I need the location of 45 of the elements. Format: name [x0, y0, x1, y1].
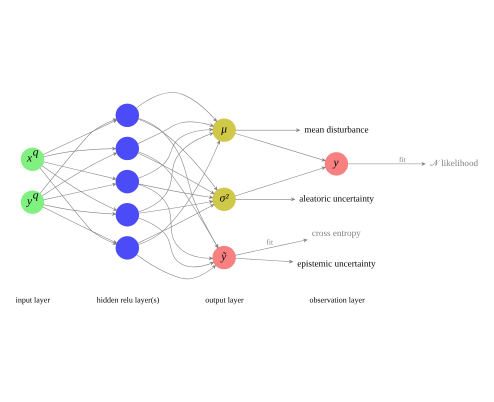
node-text: cross entropy [312, 227, 361, 238]
node-circle [116, 136, 140, 160]
node-circle [116, 236, 140, 260]
arrow [235, 257, 293, 263]
node-circle: σ² [212, 187, 236, 211]
node-circle [116, 202, 140, 226]
arrow [44, 204, 116, 216]
arrow [43, 146, 116, 156]
arrow [235, 238, 308, 256]
arrow [138, 150, 218, 248]
node-text: mean disturbance [304, 124, 369, 134]
label: input layer [16, 295, 50, 304]
arrow [138, 204, 214, 243]
arrow [136, 92, 217, 122]
arrow [138, 121, 214, 144]
arrow [44, 161, 116, 180]
arrow [234, 132, 326, 161]
arrow [42, 165, 118, 210]
arrow [138, 132, 214, 212]
node-circle [116, 103, 140, 127]
arrow [138, 183, 214, 198]
arrow [136, 254, 216, 279]
arrow [44, 182, 116, 200]
arrow [138, 184, 213, 260]
node-text: epistemic uncertainty [297, 258, 376, 268]
arrow [42, 152, 118, 196]
arrow [348, 162, 426, 166]
node-circle: y [324, 152, 348, 176]
arrow [42, 206, 118, 243]
arrow [138, 140, 220, 244]
arrow [138, 217, 214, 267]
arrow [235, 196, 295, 201]
node-text: aleatoric uncertainty [299, 192, 374, 203]
arrow [138, 127, 213, 178]
arrow [138, 152, 214, 194]
arrow [235, 128, 300, 132]
node-circle [116, 169, 140, 193]
label: output layer [205, 295, 244, 304]
node-text: 𝒩 likelihood [430, 158, 478, 168]
label: observation layer [310, 295, 365, 304]
arrow [138, 200, 214, 214]
arrow [138, 118, 218, 190]
arrow [138, 117, 218, 248]
arrow [234, 166, 326, 196]
label: hidden relu layer(s) [96, 295, 160, 304]
